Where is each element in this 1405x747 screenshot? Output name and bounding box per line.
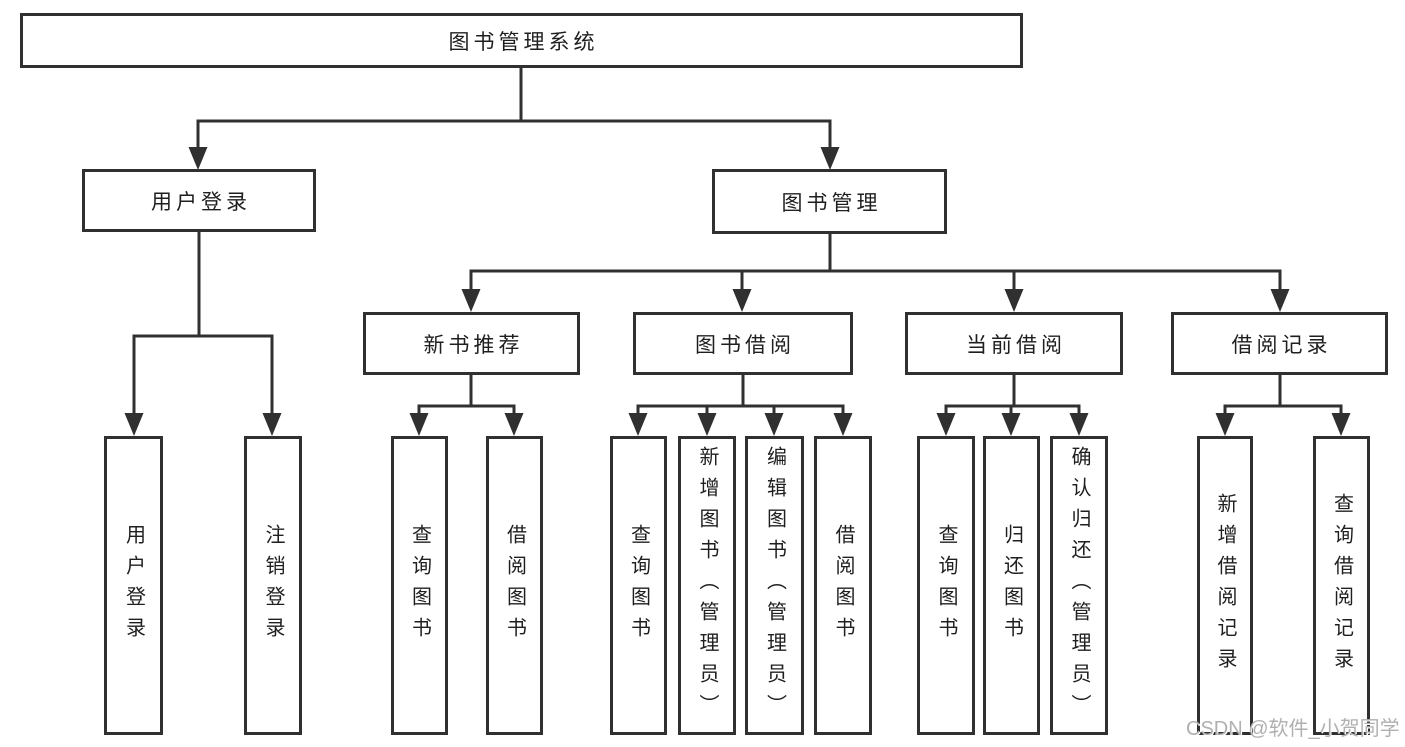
node-label: 新书推荐 (423, 333, 524, 357)
node-label: 当前借阅 (966, 333, 1066, 357)
leaf-edit-books-admin: 编辑图书（管理员） (745, 436, 804, 735)
leaf-confirm-return-admin: 确认归还（管理员） (1050, 436, 1108, 735)
leaf-return-books: 归还图书 (983, 436, 1040, 735)
leaf-add-borrow-record: 新增借阅记录 (1197, 436, 1253, 735)
leaf-query-borrow-record: 查询借阅记录 (1313, 436, 1370, 735)
node-current-borrowing: 当前借阅 (905, 312, 1123, 375)
csdn-watermark: CSDN @软件_小贺同学 (1186, 718, 1400, 740)
node-label: 查询图书 (935, 523, 957, 648)
leaf-borrow-books-2: 借阅图书 (814, 436, 872, 735)
node-book-management: 图书管理 (712, 169, 947, 234)
node-user-login: 用户登录 (82, 169, 316, 232)
node-label: 查询图书 (627, 523, 650, 648)
node-borrowing-records: 借阅记录 (1171, 312, 1388, 375)
node-label: 图书借阅 (695, 333, 795, 357)
node-label: 注销登录 (262, 523, 284, 648)
leaf-logout: 注销登录 (244, 436, 302, 735)
node-book-borrowing: 图书借阅 (633, 312, 853, 375)
node-label: 图书管理系统 (448, 30, 599, 54)
leaf-query-books-2: 查询图书 (610, 436, 667, 735)
node-new-book-recommend: 新书推荐 (363, 312, 580, 375)
node-label: 用户登录 (151, 190, 251, 214)
node-label: 新增借阅记录 (1214, 492, 1236, 679)
node-label: 借阅图书 (832, 523, 854, 648)
node-label: 借阅记录 (1231, 333, 1332, 357)
leaf-user-login: 用户登录 (104, 436, 163, 735)
node-label: 确认归还（管理员） (1068, 446, 1090, 725)
node-label: 查询借阅记录 (1330, 492, 1353, 679)
node-label: 图书管理 (781, 191, 882, 215)
leaf-query-books-1: 查询图书 (391, 436, 448, 735)
node-label: 用户登录 (122, 523, 145, 648)
leaf-add-books-admin: 新增图书（管理员） (678, 436, 736, 735)
node-label: 编辑图书（管理员） (763, 446, 786, 725)
node-library-management-system: 图书管理系统 (20, 13, 1023, 68)
node-label: 归还图书 (1000, 523, 1023, 648)
leaf-query-books-3: 查询图书 (917, 436, 975, 735)
node-label: 借阅图书 (503, 523, 526, 648)
leaf-borrow-books-1: 借阅图书 (486, 436, 543, 735)
node-label: 查询图书 (408, 523, 431, 648)
node-label: 新增图书（管理员） (696, 446, 718, 725)
